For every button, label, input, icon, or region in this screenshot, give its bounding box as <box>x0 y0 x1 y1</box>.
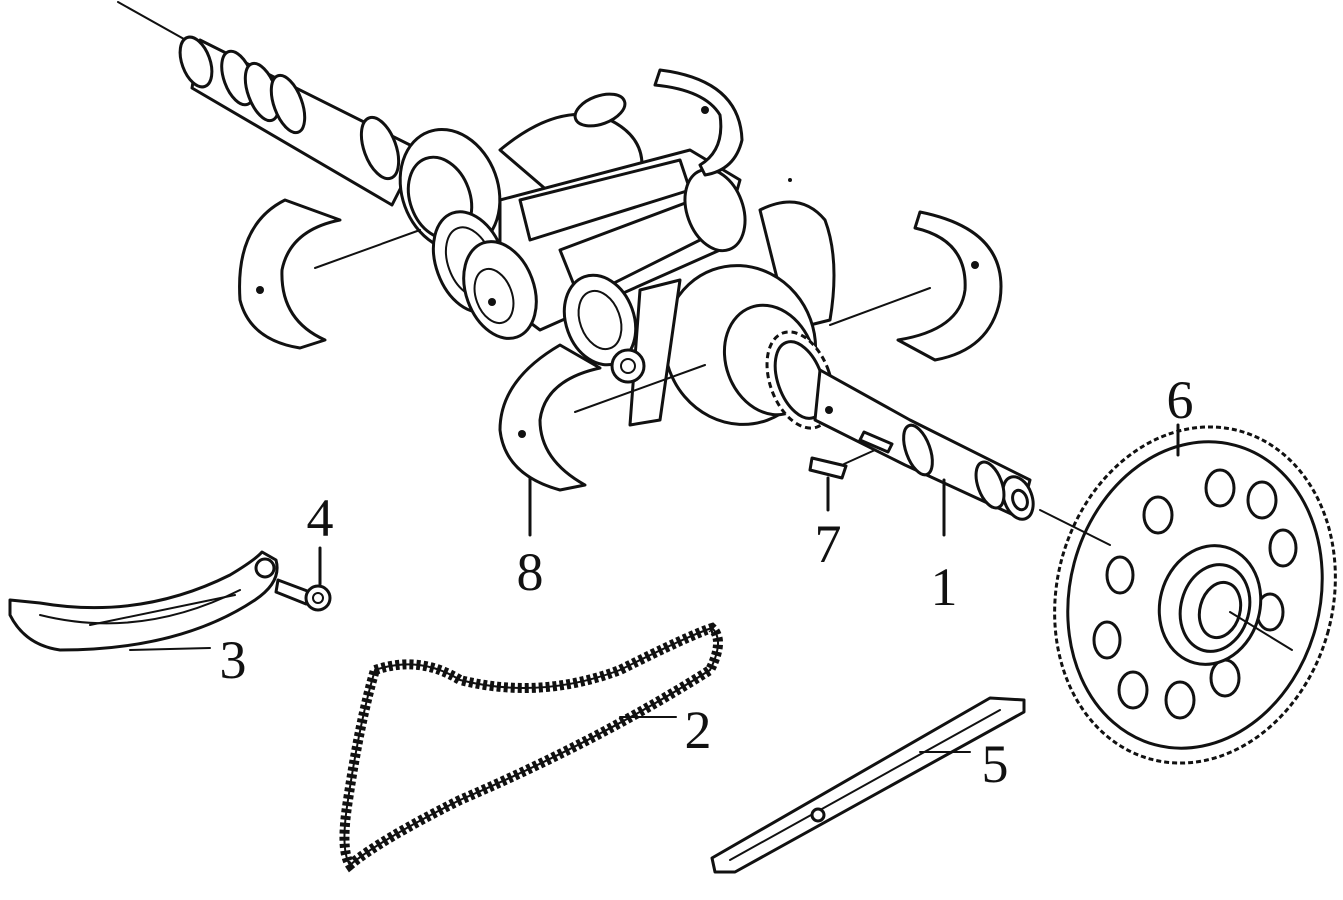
callout-7: 7 <box>815 514 842 574</box>
crankshaft-right-shaft <box>813 368 1035 521</box>
flywheel-gear <box>1039 425 1337 765</box>
crank-body <box>462 148 792 367</box>
guide-bolt <box>274 546 332 612</box>
callout-1: 1 <box>931 557 958 617</box>
callout-5: 5 <box>982 734 1009 794</box>
bearing-shell-front <box>498 343 706 492</box>
flywheel-holes <box>1092 468 1298 720</box>
bearing-shell-top <box>653 68 744 177</box>
callout-2: 2 <box>685 700 712 760</box>
callout-8: 8 <box>517 542 544 602</box>
callout-3: 3 <box>220 630 247 690</box>
chain-guide-upper <box>8 550 279 652</box>
crankshaft <box>117 1 1035 521</box>
bearing-shell-left <box>238 198 421 350</box>
crankshaft-left-shaft <box>178 35 422 207</box>
chain-guide-lower <box>710 696 1026 874</box>
woodruff-key <box>808 449 876 480</box>
callout-leaders <box>528 423 1180 537</box>
callout-4: 4 <box>307 488 334 548</box>
callout-labels: 1 2 3 4 5 6 7 8 <box>220 370 1194 794</box>
timing-chain <box>339 622 723 873</box>
callout-6: 6 <box>1167 370 1194 430</box>
bearing-shell-right <box>829 210 1003 362</box>
